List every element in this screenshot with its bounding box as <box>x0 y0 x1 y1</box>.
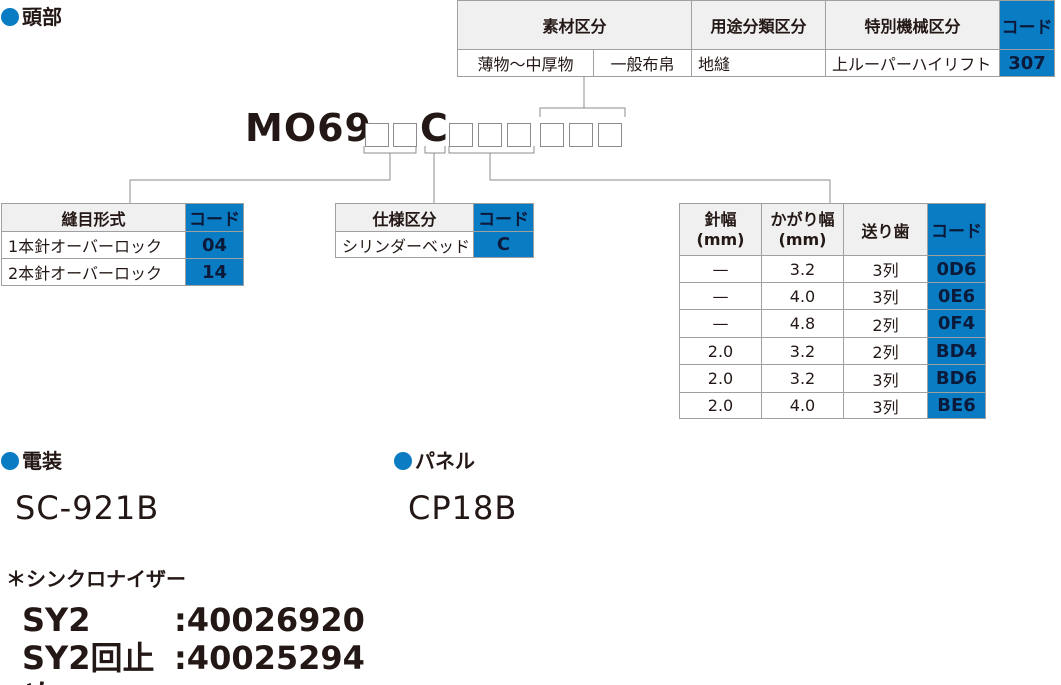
bullet-dot-icon <box>1 8 19 26</box>
header-overlock-width: かがり幅 (mm) <box>761 203 844 256</box>
synchronizer-label: SY2 <box>22 601 91 639</box>
section-title-head-label: 頭部 <box>22 5 62 29</box>
cell-width: 4.8 <box>761 309 844 338</box>
code-slot-5 <box>507 123 531 147</box>
cell-feed: 2列 <box>843 337 928 365</box>
cell-code: 0F4 <box>927 309 986 338</box>
cell-needle: — <box>679 309 762 338</box>
cell-needle: 2.0 <box>679 337 762 365</box>
code-slot-6 <box>540 123 564 147</box>
table-row: 2.0 3.2 3列 BD6 <box>679 364 986 393</box>
synchronizer-value: :40025294 <box>174 639 365 677</box>
cell-material-thickness: 薄物〜中厚物 <box>457 49 594 77</box>
header-special: 特別機械区分 <box>825 0 1001 50</box>
cell-code: BD4 <box>927 337 986 365</box>
cell-feed: 2列 <box>843 309 928 338</box>
cell-needle: — <box>679 255 762 283</box>
cell-needle: 2.0 <box>679 364 762 393</box>
cell-needle: 2.0 <box>679 392 762 419</box>
synchronizer-title: ＊シンクロナイザー <box>6 567 186 591</box>
panel-model: CP18B <box>408 489 518 527</box>
cell-code: BE6 <box>927 392 986 419</box>
cell-needle: — <box>679 282 762 310</box>
spec-type-table: 仕様区分 コード シリンダーベッド C <box>335 203 534 258</box>
header-material: 素材区分 <box>456 0 693 50</box>
code-slot-4 <box>478 123 502 147</box>
bullet-dot-icon <box>394 452 412 470</box>
table-row-label: 2本針オーバーロック <box>1 258 186 286</box>
table-row: — 4.8 2列 0F4 <box>679 309 986 338</box>
table-row-code: 14 <box>185 258 244 286</box>
header-overlock-width-unit: (mm) <box>778 229 827 249</box>
model-prefix: MO69 <box>245 106 372 150</box>
header-needle-width-unit: (mm) <box>696 229 745 249</box>
model-letter: C <box>420 106 449 150</box>
header-feed-dog: 送り歯 <box>843 203 928 256</box>
table-row-code: 04 <box>185 231 244 259</box>
cell-width: 3.2 <box>761 255 844 283</box>
cell-usage: 地縫 <box>691 49 827 77</box>
header-code: コード <box>999 0 1056 50</box>
table-row: 2.0 4.0 3列 BE6 <box>679 392 986 419</box>
electrical-model: SC-921B <box>15 489 160 527</box>
synchronizer-value: :40026920 <box>174 601 365 639</box>
cell-feed: 3列 <box>843 392 928 419</box>
section-title-head: 頭部 <box>1 5 62 29</box>
synchronizer-row: SY2 :40026920 <box>22 601 365 639</box>
cell-width: 4.0 <box>761 392 844 419</box>
header-needle-code: コード <box>927 203 986 256</box>
header-overlock-width-label: かがり幅 <box>770 209 835 229</box>
table-row: — 4.0 3列 0E6 <box>679 282 986 310</box>
stitch-type-table: 縫目形式 コード 1本針オーバーロック 04 2本針オーバーロック 14 <box>1 203 244 286</box>
bullet-dot-icon <box>1 452 19 470</box>
cell-width: 3.2 <box>761 364 844 393</box>
code-slot-3 <box>449 123 473 147</box>
cell-width: 3.2 <box>761 337 844 365</box>
header-needle-width: 針幅 (mm) <box>679 203 762 256</box>
table-row-label: シリンダーベッド <box>335 231 474 258</box>
header-spec-type: 仕様区分 <box>335 203 474 232</box>
section-title-electrical: 電装 <box>1 449 62 473</box>
code-slot-1 <box>365 123 389 147</box>
section-title-panel: パネル <box>394 449 475 473</box>
synchronizer-label: SY2回止め <box>22 639 155 685</box>
table-row-code: C <box>473 231 534 258</box>
cell-code: 0D6 <box>927 255 986 283</box>
table-row: — 3.2 3列 0D6 <box>679 255 986 283</box>
code-slot-7 <box>569 123 593 147</box>
synchronizer-row: SY2回止め :40025294 <box>22 639 365 685</box>
header-stitch-code: コード <box>185 203 244 232</box>
section-title-panel-label: パネル <box>415 449 475 473</box>
table-row: 2.0 3.2 2列 BD4 <box>679 337 986 365</box>
cell-feed: 3列 <box>843 282 928 310</box>
needle-width-table: 針幅 (mm) かがり幅 (mm) 送り歯 コード — 3.2 3列 0D6 —… <box>679 203 986 419</box>
code-slot-8 <box>598 123 622 147</box>
cell-special: 上ルーパーハイリフト <box>825 49 1001 77</box>
cell-code: BD6 <box>927 364 986 393</box>
cell-feed: 3列 <box>843 255 928 283</box>
code-slot-2 <box>393 123 417 147</box>
header-needle-width-label: 針幅 <box>704 209 737 229</box>
cell-material-fabric: 一般布帛 <box>592 49 693 77</box>
section-title-electrical-label: 電装 <box>22 449 62 473</box>
cell-code: 0E6 <box>927 282 986 310</box>
header-stitch-type: 縫目形式 <box>1 203 186 232</box>
cell-width: 4.0 <box>761 282 844 310</box>
cell-feed: 3列 <box>843 364 928 393</box>
table-row-label: 1本針オーバーロック <box>1 231 186 259</box>
header-spec-code: コード <box>473 203 534 232</box>
material-usage-table: 素材区分 用途分類区分 特別機械区分 コード 薄物〜中厚物 一般布帛 地縫 上ル… <box>456 0 1056 77</box>
cell-code: 307 <box>999 49 1056 77</box>
